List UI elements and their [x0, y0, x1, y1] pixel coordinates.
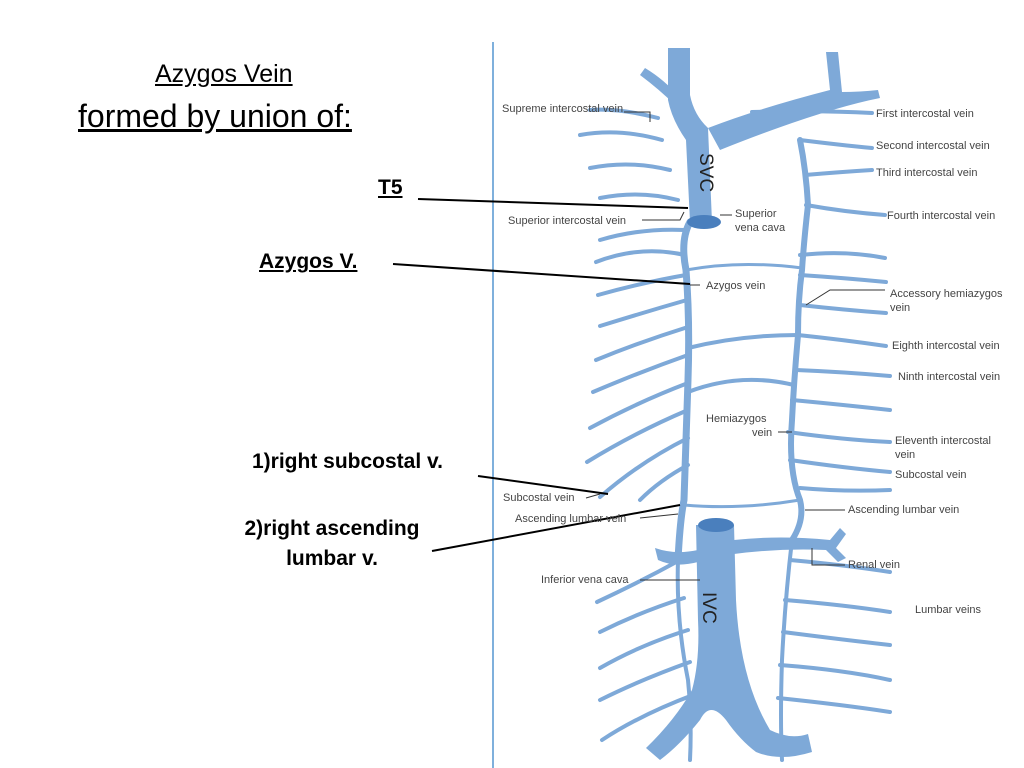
label-inferior-vena-cava: Inferior vena cava	[541, 574, 629, 586]
azygos-system	[674, 137, 811, 762]
label-eleventh-intercostal-1: Eleventh intercostal	[895, 435, 991, 447]
label-fourth-intercostal: Fourth intercostal vein	[887, 210, 995, 222]
label-second-intercostal: Second intercostal vein	[876, 140, 990, 152]
label-eighth-intercostal: Eighth intercostal vein	[892, 340, 1000, 352]
callout-right-subcostal: 1)right subcostal v.	[252, 450, 443, 473]
label-first-intercostal: First intercostal vein	[876, 108, 974, 120]
label-renal-vein: Renal vein	[848, 559, 900, 571]
label-ascending-lumbar-right: Ascending lumbar vein	[848, 504, 959, 516]
label-ninth-intercostal: Ninth intercostal vein	[898, 371, 1000, 383]
label-ascending-lumbar-left: Ascending lumbar vein	[515, 513, 626, 525]
right-intercostal-veins	[578, 107, 695, 742]
label-azygos-vein: Azygos vein	[706, 280, 765, 292]
label-subcostal-left: Subcostal vein	[503, 492, 575, 504]
left-intercostal-veins	[750, 109, 892, 714]
callout-azygos: Azygos V.	[259, 250, 358, 273]
ivc-end	[698, 518, 734, 532]
svc-end	[687, 215, 721, 229]
label-hemiazygos-1: Hemiazygos	[706, 413, 767, 425]
label-superior-intercostal: Superior intercostal vein	[508, 215, 626, 227]
label-eleventh-intercostal-2: vein	[895, 449, 915, 461]
leader-lines	[585, 111, 885, 581]
label-ivc: IVC	[698, 592, 719, 624]
vena-cavae	[640, 48, 880, 760]
label-accessory-hemiazygos-1: Accessory hemiazygos	[890, 288, 1003, 300]
title-line-2: formed by union of:	[78, 98, 352, 134]
label-subcostal-right: Subcostal vein	[895, 469, 967, 481]
label-svc: SVC	[695, 153, 716, 192]
label-accessory-hemiazygos-2: vein	[890, 302, 910, 314]
label-supreme-intercostal: Supreme intercostal vein	[502, 103, 623, 115]
label-third-intercostal: Third intercostal vein	[876, 167, 978, 179]
callout-t5: T5	[378, 176, 403, 199]
title-line-1: Azygos Vein	[155, 60, 293, 88]
label-hemiazygos-2: vein	[752, 427, 772, 439]
label-lumbar-veins: Lumbar veins	[915, 604, 982, 616]
callout-right-ascending-lumbar: 2)right ascending lumbar v.	[244, 517, 420, 570]
vein-labels: Supreme intercostal vein Superior interc…	[502, 103, 1003, 616]
label-svc-2: vena cava	[735, 222, 786, 234]
label-svc-1: Superior	[735, 208, 777, 220]
callout-lines	[392, 198, 691, 552]
